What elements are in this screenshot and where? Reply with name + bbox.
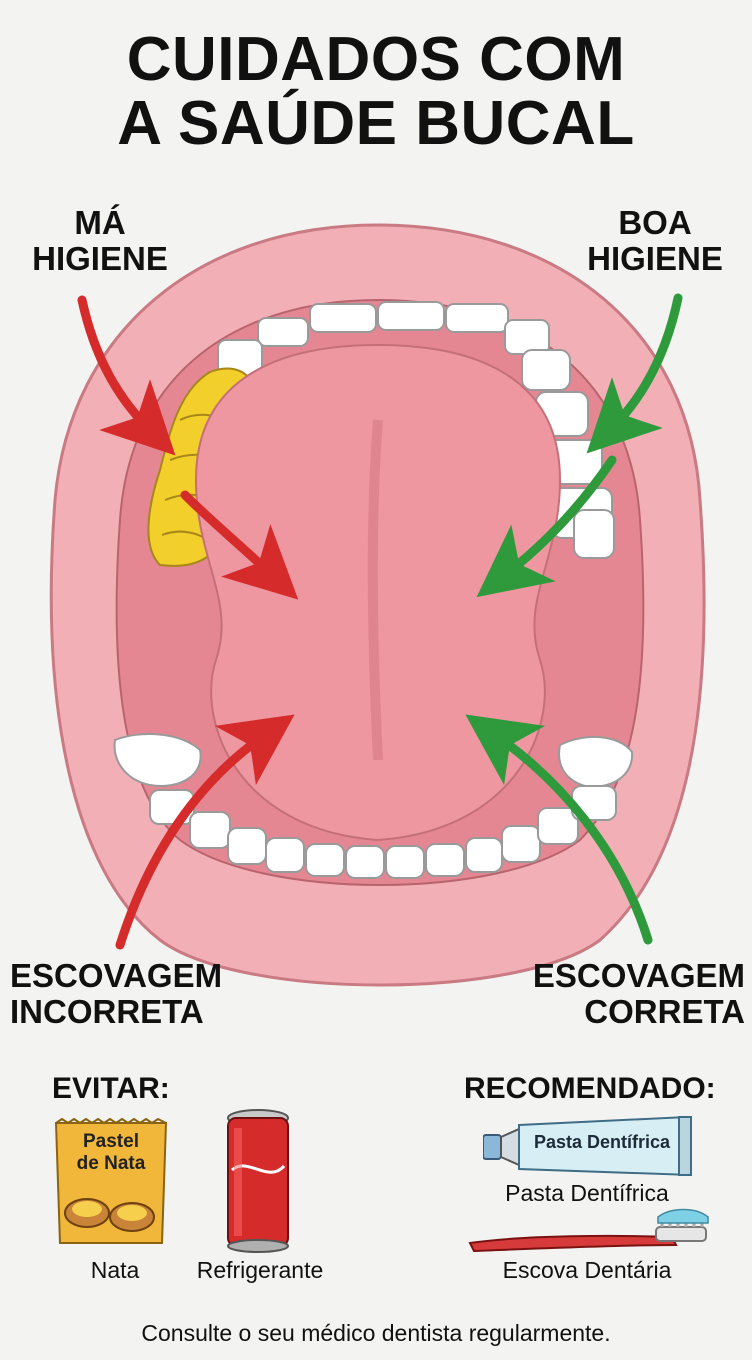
mouth-diagram xyxy=(49,223,706,987)
label-correct-brushing: ESCOVAGEM CORRETA xyxy=(505,958,745,1030)
caption-soda: Refrigerante xyxy=(196,1257,324,1283)
package-label: Pastel de Nata xyxy=(52,1131,170,1175)
footer-note: Consulte o seu médico dentista regularme… xyxy=(141,1320,611,1346)
caption-toothpaste: Pasta Dentífrica xyxy=(505,1180,669,1206)
soda-can-icon xyxy=(227,1109,289,1253)
recommended-heading: RECOMENDADO: xyxy=(464,1072,716,1105)
arrow-bad-3 xyxy=(115,714,295,950)
arrows-good xyxy=(465,293,683,945)
lower-teeth xyxy=(113,733,634,879)
label-correct-line2: CORRETA xyxy=(584,993,745,1030)
label-incorrect-brushing: ESCOVAGEM INCORRETA xyxy=(10,958,250,1030)
label-bad-line2: HIGIENE xyxy=(32,240,168,277)
label-good-line2: HIGIENE xyxy=(587,240,723,277)
label-good-line1: BOA xyxy=(618,204,692,241)
arrow-good-2 xyxy=(476,455,617,598)
arrow-good-1 xyxy=(586,293,683,454)
pastry-package-icon xyxy=(54,1117,168,1244)
label-good-hygiene: BOA HIGIENE xyxy=(570,205,740,277)
label-correct-line1: ESCOVAGEM xyxy=(532,957,745,994)
package-label-line2: de Nata xyxy=(76,1153,146,1174)
package-label-line1: Pastel xyxy=(83,1131,139,1152)
label-bad-hygiene: MÁ HIGIENE xyxy=(20,205,180,277)
arrow-bad-2 xyxy=(180,490,299,600)
arrow-good-3 xyxy=(465,714,653,945)
title-line-2: A SAÚDE BUCAL xyxy=(117,89,635,158)
page-title: CUIDADOS COM A SAÚDE BUCAL xyxy=(0,28,752,156)
label-incorrect-line1: ESCOVAGEM xyxy=(10,957,223,994)
toothbrush-icon xyxy=(468,1208,709,1253)
label-incorrect-line2: INCORRETA xyxy=(10,993,204,1030)
arrows-bad xyxy=(77,295,299,950)
label-bad-line1: MÁ xyxy=(74,204,126,241)
toothpaste-tube-icon xyxy=(483,1115,693,1177)
caption-nata: Nata xyxy=(90,1257,140,1283)
avoid-heading: EVITAR: xyxy=(52,1072,170,1105)
arrow-bad-1 xyxy=(77,295,176,456)
title-line-1: CUIDADOS COM xyxy=(126,25,626,94)
toothpaste-label: Pasta Dentífrica xyxy=(533,1132,671,1152)
caption-toothbrush: Escova Dentária xyxy=(502,1257,672,1283)
tongue xyxy=(194,343,562,842)
